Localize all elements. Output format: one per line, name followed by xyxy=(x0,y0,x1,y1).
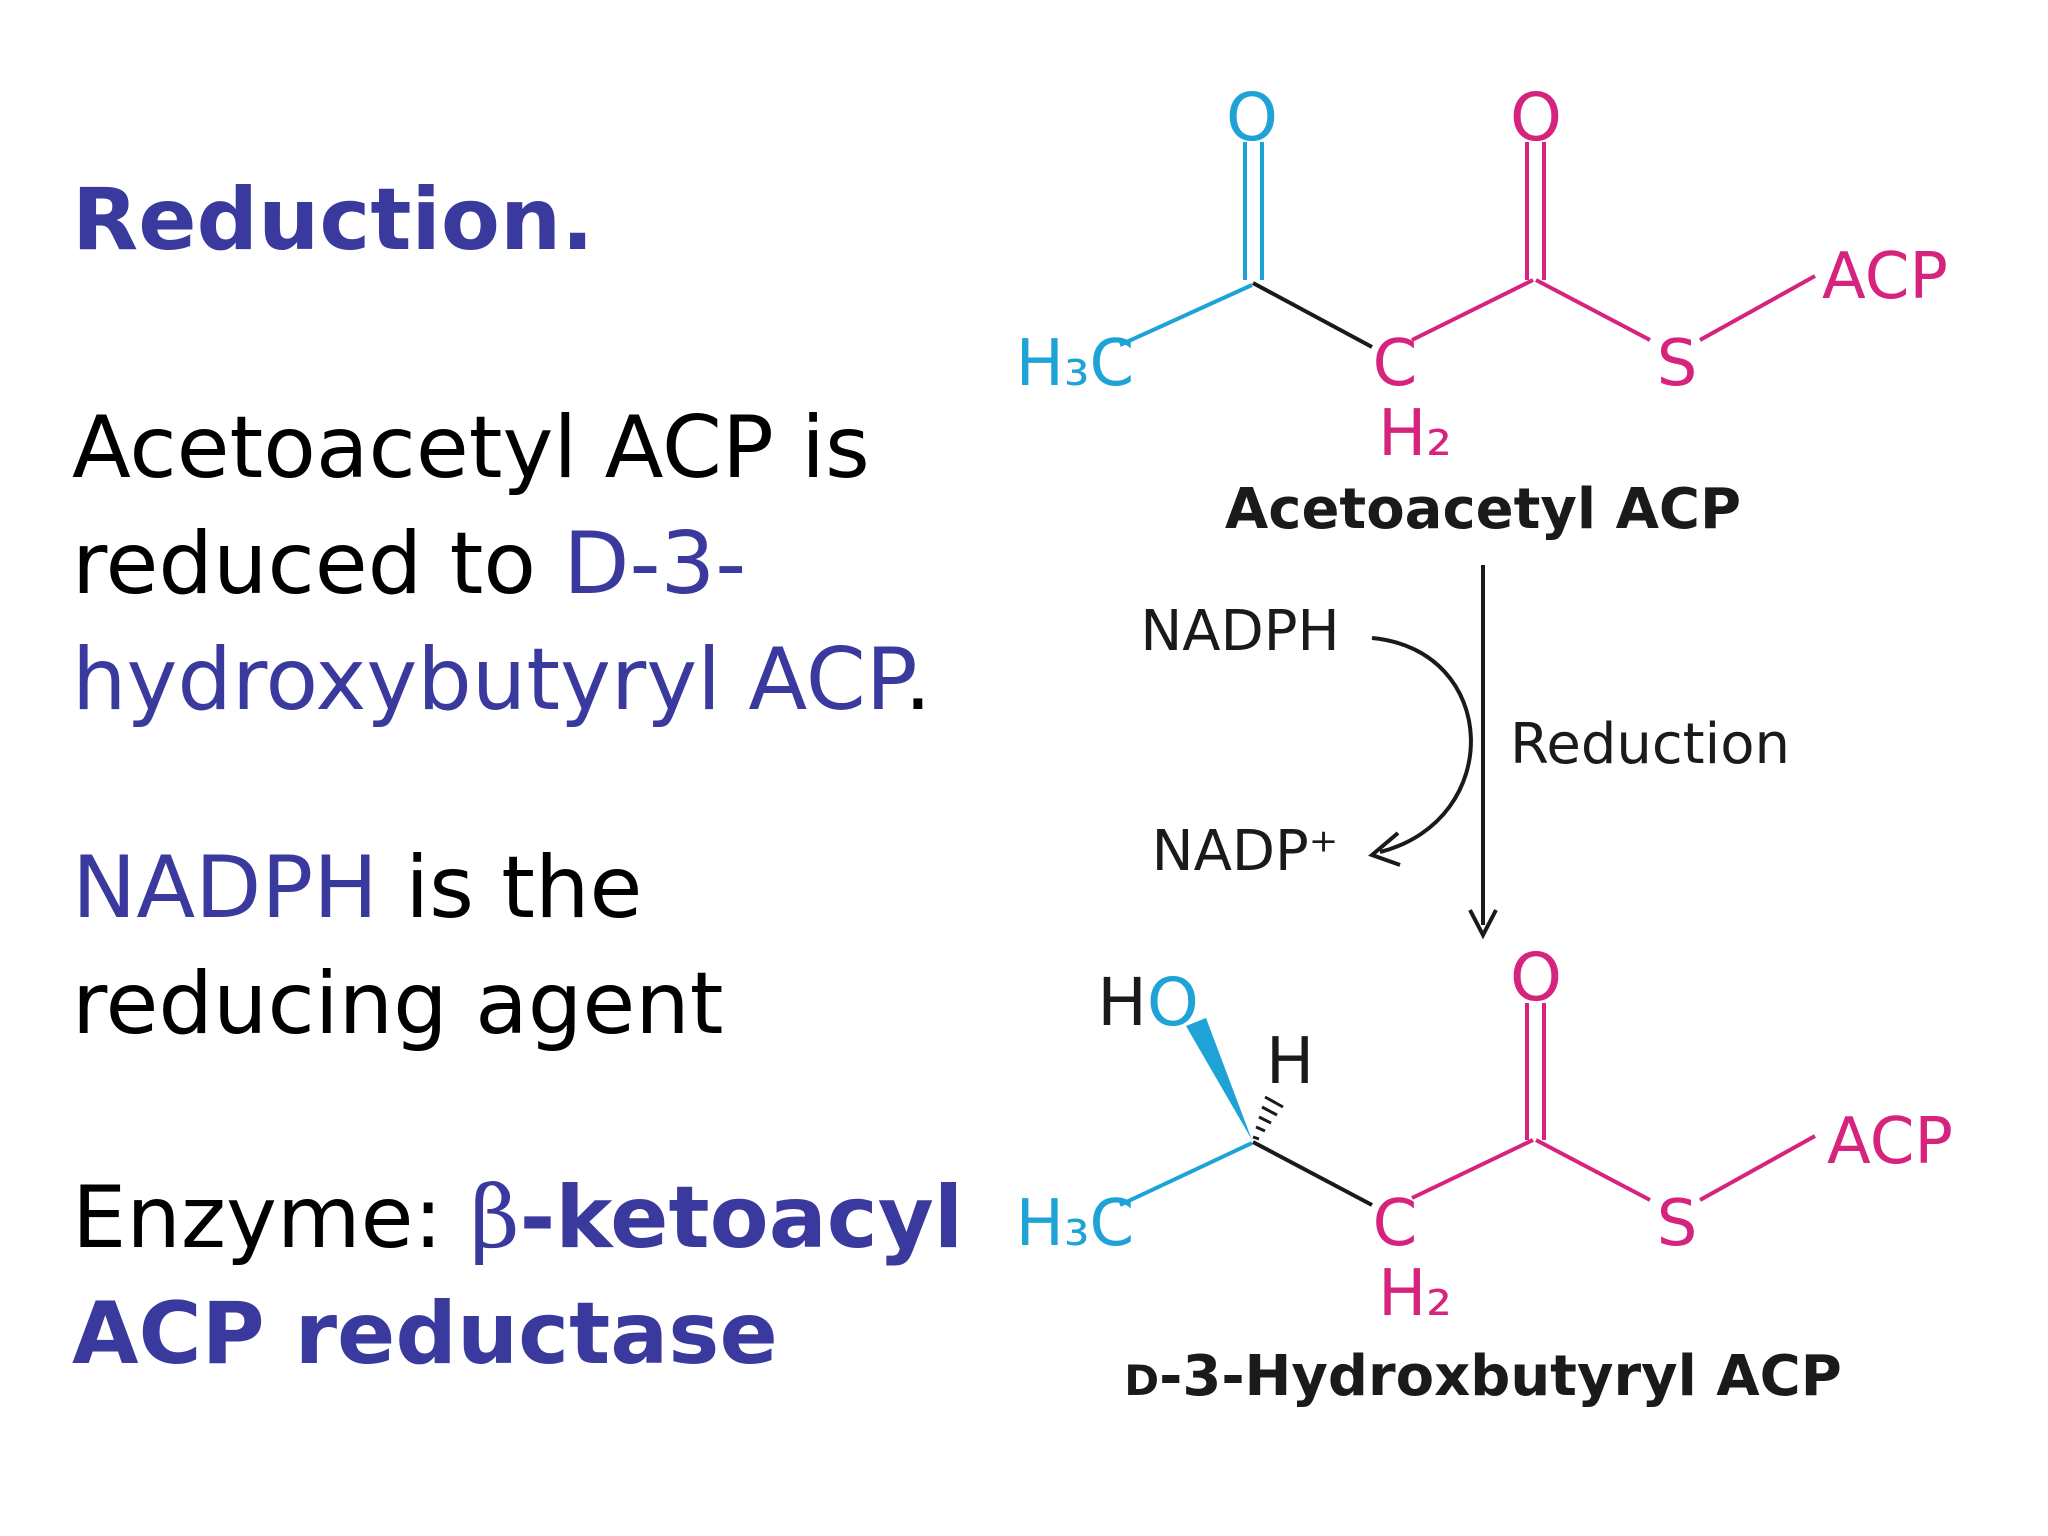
bond-methyl-carbinol xyxy=(1119,1141,1253,1207)
slide-title: Reduction. xyxy=(72,170,594,270)
cofactor-curved-arrow xyxy=(1371,636,1473,854)
p1-line2-text: reduced to xyxy=(72,514,564,614)
product-structure: HO H O H₃C C H₂ S ACP D-3-Hydroxbutyryl … xyxy=(1016,939,1953,1409)
atom-product-acp: ACP xyxy=(1827,1105,1953,1179)
bond-sulfur-acp-product xyxy=(1699,1134,1816,1202)
cofactor-nadp-plus: NADP⁺ xyxy=(1152,819,1339,884)
atom-hydroxyl: HO xyxy=(1097,964,1199,1041)
reactant-structure: O O H₃C C H₂ S ACP Acetoacetyl ACP xyxy=(1016,79,1948,542)
bond-methylene-thiocarbonyl-product xyxy=(1411,1138,1534,1200)
p1-line1: Acetoacetyl ACP is xyxy=(72,398,870,498)
atom-product-sulfur: S xyxy=(1657,1187,1698,1261)
cofactor-nadph: NADPH xyxy=(1140,599,1339,664)
bond-methyl-carbonyl xyxy=(1119,283,1253,347)
paragraph-enzyme: Enzyme: β-ketoacyl ACP reductase xyxy=(72,1160,963,1392)
atom-thioester-oxygen: O xyxy=(1510,79,1562,156)
bond-sulfur-acp xyxy=(1699,274,1816,342)
p3-line1-highlight: -ketoacyl xyxy=(519,1168,964,1268)
atom-hydroxyl-h: H xyxy=(1097,964,1147,1041)
atom-product-methylene-carbon: C xyxy=(1373,1187,1418,1261)
atom-product-thioester-oxygen: O xyxy=(1510,939,1562,1016)
cofactor-arrow-head-icon xyxy=(1368,831,1401,867)
bond-carbinol-methylene xyxy=(1252,1140,1373,1207)
atom-product-methylene-hydrogens: H₂ xyxy=(1378,1257,1452,1331)
p1-line3: hydroxybutyryl ACP. xyxy=(72,622,932,738)
p3-line1: Enzyme: β-ketoacyl xyxy=(72,1160,963,1276)
paragraph-reducing-agent: NADPH is the reducing agent xyxy=(72,830,724,1062)
product-name: D-3-Hydroxbutyryl ACP xyxy=(1124,1344,1842,1409)
product-name-prefix: D xyxy=(1124,1356,1159,1405)
reaction-arrows: NADPH NADP⁺ Reduction xyxy=(1140,565,1790,940)
p1-line3-highlight: hydroxybutyryl ACP xyxy=(72,630,905,730)
atom-methyl: H₃C xyxy=(1016,327,1134,401)
p1-line2-highlight: D-3- xyxy=(563,514,747,614)
atom-sulfur: S xyxy=(1657,327,1698,401)
p2-line1-highlight: NADPH xyxy=(72,838,378,938)
p3-beta-symbol: β xyxy=(469,1168,520,1268)
atom-methylene-carbon: C xyxy=(1373,327,1418,401)
reaction-label: Reduction xyxy=(1510,712,1790,777)
atom-hydroxyl-o: O xyxy=(1147,964,1199,1041)
bond-carbonyl-sulfur xyxy=(1535,278,1651,342)
main-arrow-head-icon xyxy=(1468,909,1498,940)
reactant-name: Acetoacetyl ACP xyxy=(1225,477,1741,542)
hashed-bond-hydrogen xyxy=(1252,1095,1284,1141)
paragraph-reduction-description: Acetoacetyl ACP is reduced to D-3- hydro… xyxy=(72,390,932,738)
product-name-rest: -3-Hydroxbutyryl ACP xyxy=(1159,1344,1842,1409)
bond-carbonyl-methylene xyxy=(1252,281,1373,349)
p2-line1: NADPH is the xyxy=(72,830,724,946)
atom-methylene-hydrogens: H₂ xyxy=(1378,397,1452,471)
p1-line2: reduced to D-3- xyxy=(72,506,932,622)
wedge-bond-hydroxyl xyxy=(1186,1018,1252,1140)
reaction-scheme: O O H₃C C H₂ S ACP Acetoacetyl ACP NADPH… xyxy=(1016,79,1953,1409)
p3-line1-text: Enzyme: xyxy=(72,1168,470,1268)
p2-line1-text: is the xyxy=(377,838,643,938)
bond-carbonyl-sulfur-product xyxy=(1535,1138,1651,1202)
atom-product-methyl: H₃C xyxy=(1016,1187,1134,1261)
atom-acp: ACP xyxy=(1822,240,1948,314)
bond-methylene-thiocarbonyl xyxy=(1411,278,1534,342)
p1-line3-text: . xyxy=(904,630,932,730)
atom-ketone-oxygen: O xyxy=(1226,79,1278,156)
p2-line2: reducing agent xyxy=(72,954,724,1054)
atom-hydrogen: H xyxy=(1266,1025,1314,1099)
p3-line2-highlight: ACP reductase xyxy=(72,1284,778,1384)
